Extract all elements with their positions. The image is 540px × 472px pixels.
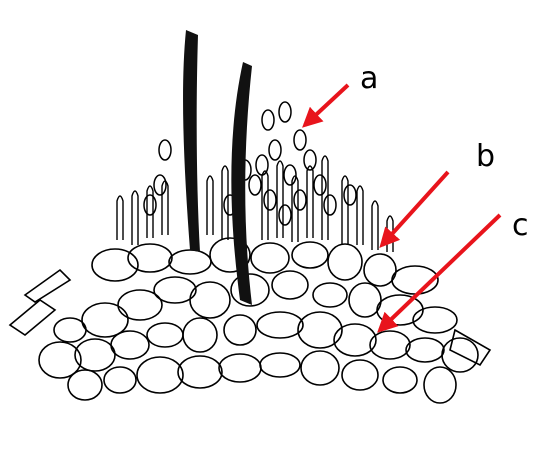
conidiophore bbox=[222, 166, 228, 240]
arrow-b bbox=[382, 172, 448, 245]
tissue-cell bbox=[370, 331, 410, 359]
conidiophore bbox=[147, 186, 153, 238]
conidium bbox=[294, 190, 306, 210]
tissue-cell bbox=[137, 357, 183, 393]
edge-cell bbox=[450, 330, 490, 365]
label-b: b bbox=[476, 139, 495, 174]
conidiophore bbox=[207, 176, 213, 235]
conidium bbox=[279, 205, 291, 225]
tissue-cell bbox=[68, 370, 102, 400]
tissue-cell bbox=[183, 318, 217, 352]
tissue-cell bbox=[383, 367, 417, 393]
tissue-cell bbox=[298, 312, 342, 348]
conidium bbox=[314, 175, 326, 195]
conidium bbox=[249, 175, 261, 195]
conidium bbox=[284, 165, 296, 185]
tissue-cell bbox=[54, 318, 86, 342]
conidium bbox=[154, 175, 166, 195]
tissue-cell bbox=[224, 315, 256, 345]
label-a: a bbox=[360, 61, 378, 96]
arrow-c bbox=[380, 215, 500, 330]
tissue-cell bbox=[251, 243, 289, 273]
conidium bbox=[304, 150, 316, 170]
conidiophore bbox=[357, 186, 363, 245]
tissue-cell bbox=[313, 283, 347, 307]
tissue-cell bbox=[342, 360, 378, 390]
tissue-cell bbox=[128, 244, 172, 272]
conidium bbox=[344, 185, 356, 205]
edge-cell bbox=[25, 270, 70, 302]
conidium bbox=[294, 130, 306, 150]
conidium bbox=[324, 195, 336, 215]
tissue-cell bbox=[349, 283, 381, 317]
conidiophore bbox=[117, 196, 123, 240]
conidiophore bbox=[307, 166, 313, 238]
tissue-cell bbox=[292, 242, 328, 268]
conidiophore bbox=[372, 201, 378, 250]
tissue-cell bbox=[219, 354, 261, 382]
tissue-cell bbox=[424, 367, 456, 403]
tissue-cell bbox=[190, 282, 230, 318]
tissue-cell bbox=[413, 307, 457, 333]
conidia bbox=[144, 102, 356, 225]
conidiophore bbox=[277, 161, 283, 238]
tissue-cell bbox=[104, 367, 136, 393]
tissue-cell bbox=[147, 323, 183, 347]
tissue-cell bbox=[328, 244, 362, 280]
tissue-cell bbox=[406, 338, 444, 362]
tissue-cell bbox=[111, 331, 149, 359]
seta-left bbox=[183, 30, 200, 252]
tissue-cell bbox=[272, 271, 308, 299]
tissue-cell bbox=[334, 324, 376, 356]
tissue-cell bbox=[257, 312, 303, 338]
conidium bbox=[262, 110, 274, 130]
conidium bbox=[159, 140, 171, 160]
tissue-cell bbox=[169, 250, 211, 274]
conidium bbox=[279, 102, 291, 122]
tissue-cell bbox=[178, 356, 222, 388]
tissue-cell bbox=[364, 254, 396, 286]
conidium bbox=[256, 155, 268, 175]
conidium bbox=[264, 190, 276, 210]
label-c: c bbox=[512, 208, 529, 243]
conidiophore bbox=[132, 191, 138, 245]
tissue-cell bbox=[260, 353, 300, 377]
edge-cell bbox=[10, 300, 55, 335]
conidium bbox=[269, 140, 281, 160]
conidium bbox=[144, 195, 156, 215]
tissue-cell bbox=[301, 351, 339, 385]
arrow-a bbox=[305, 85, 348, 125]
host-tissue-cells bbox=[10, 238, 490, 403]
